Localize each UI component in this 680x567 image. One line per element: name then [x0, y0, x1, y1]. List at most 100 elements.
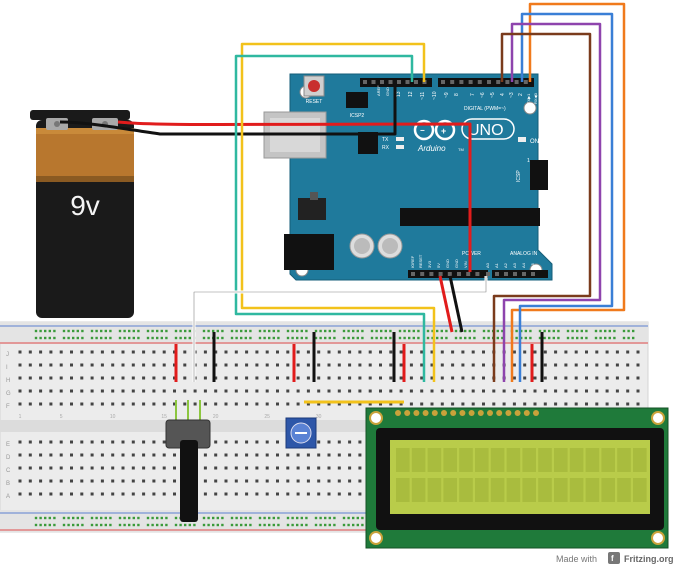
- lcd-cell: [475, 478, 489, 502]
- breadboard-hole: [49, 466, 53, 470]
- breadboard-hole: [276, 350, 279, 354]
- breadboard-hole: [203, 389, 207, 393]
- breadboard-hole: [245, 466, 249, 470]
- breadboard-hole: [100, 363, 104, 367]
- potentiometer-knob[interactable]: [180, 440, 198, 522]
- breadboard-hole: [183, 350, 187, 354]
- breadboard-hole: [131, 466, 135, 470]
- potentiometer[interactable]: [165, 400, 211, 522]
- breadboard-hole: [70, 402, 73, 406]
- breadboard-hole: [18, 466, 22, 470]
- rail-hole: [39, 329, 42, 333]
- header-pin: [486, 272, 490, 276]
- breadboard-hole: [409, 376, 413, 380]
- header-pin: [513, 272, 517, 276]
- model-label: UNO: [468, 122, 504, 139]
- rail-hole: [482, 329, 486, 333]
- rail-hole: [72, 329, 75, 333]
- rail-hole: [100, 516, 103, 520]
- trimmer-potentiometer[interactable]: [285, 417, 317, 449]
- breadboard-hole: [379, 402, 382, 406]
- lcd-cell: [459, 478, 473, 502]
- rail-hole: [230, 523, 234, 527]
- breadboard-hole: [306, 363, 310, 367]
- breadboard-hole: [420, 350, 424, 354]
- breadboard-hole: [90, 363, 94, 367]
- rail-hole: [356, 516, 359, 520]
- breadboard-hole: [59, 492, 63, 496]
- rail-hole: [548, 336, 551, 340]
- breadboard-hole: [337, 350, 341, 354]
- pin-label: RESET: [418, 254, 423, 268]
- rail-hole: [384, 336, 387, 340]
- tm-label: TM: [458, 147, 464, 152]
- rail-hole: [100, 523, 103, 527]
- breadboard-hole: [286, 376, 290, 380]
- breadboard-hole: [245, 402, 249, 406]
- rail-hole: [188, 336, 191, 340]
- breadboard-hole: [203, 363, 207, 367]
- breadboard-hole: [28, 453, 32, 457]
- lcd-cell: [585, 478, 600, 502]
- rail-hole: [296, 523, 299, 527]
- breadboard-hole: [111, 376, 115, 380]
- lcd-pin: [431, 410, 438, 416]
- rail-hole: [123, 523, 126, 527]
- breadboard-hole: [224, 440, 228, 444]
- rail-hole: [132, 523, 135, 527]
- breadboard-hole: [255, 440, 259, 444]
- rail-hole: [296, 329, 299, 333]
- rail-hole: [184, 329, 187, 333]
- rail-hole: [286, 523, 290, 527]
- rail-hole: [319, 523, 322, 527]
- breadboard-hole: [18, 479, 22, 483]
- rail-hole: [90, 336, 94, 340]
- breadboard-hole: [70, 492, 73, 496]
- rail-hole: [230, 336, 234, 340]
- breadboard-hole: [90, 440, 94, 444]
- rail-hole: [188, 329, 191, 333]
- lcd-cell: [411, 478, 426, 502]
- breadboard-hole: [502, 389, 506, 393]
- pin-label: TX▶1: [526, 93, 531, 104]
- breadboard-hole: [234, 479, 238, 483]
- breadboard-hole: [379, 389, 382, 393]
- rail-hole: [487, 329, 490, 333]
- rail-hole: [291, 336, 294, 340]
- rail-hole: [515, 329, 518, 333]
- rail-hole: [137, 336, 140, 340]
- breadboard-hole: [471, 350, 475, 354]
- lcd-header-pins: [395, 410, 539, 416]
- rail-hole: [174, 336, 178, 340]
- breadboard-hole: [348, 492, 352, 496]
- rail-hole: [352, 329, 355, 333]
- rail-hole: [118, 516, 122, 520]
- header-pin: [459, 80, 464, 84]
- power-label: POWER: [462, 251, 481, 257]
- breadboard-hole: [615, 363, 619, 367]
- breadboard-hole: [142, 440, 146, 444]
- breadboard-hole: [59, 376, 63, 380]
- breadboard-hole: [265, 492, 269, 496]
- breadboard-hole: [59, 466, 63, 470]
- row-letter: F: [6, 404, 10, 410]
- breadboard-hole: [358, 376, 362, 380]
- rail-hole: [184, 336, 187, 340]
- lcd-cell: [633, 448, 647, 472]
- wire-brown: [492, 32, 592, 382]
- breadboard-hole: [152, 389, 156, 393]
- breadboard-hole: [554, 363, 558, 367]
- lcd-pin: [468, 410, 475, 416]
- rail-hole: [160, 336, 163, 340]
- rail-hole: [240, 523, 243, 527]
- breadboard-hole: [224, 376, 228, 380]
- column-number: 30: [316, 414, 322, 420]
- breadboard-hole: [337, 389, 341, 393]
- rail-hole: [328, 523, 331, 527]
- breadboard-hole: [80, 453, 84, 457]
- breadboard-hole: [543, 376, 547, 380]
- breadboard-hole: [234, 492, 238, 496]
- breadboard-hole: [245, 376, 249, 380]
- breadboard-hole: [543, 389, 547, 393]
- breadboard-hole: [389, 363, 393, 367]
